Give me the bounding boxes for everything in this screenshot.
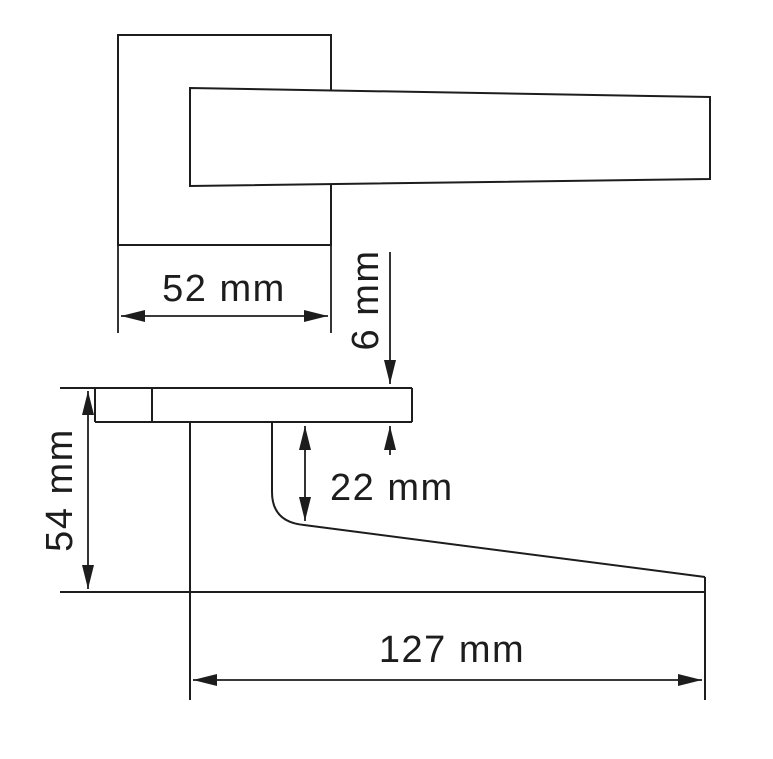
lever-front-outline (189, 86, 711, 188)
neck-and-grip-top-profile (271, 422, 706, 578)
dimension-neck-offset: 22 mm (299, 426, 454, 521)
dim-label-neck-offset: 22 mm (330, 467, 454, 509)
dimension-rose-thickness: 6 mm (345, 250, 396, 455)
dim-label-rose-width: 52 mm (162, 268, 286, 310)
front-view (117, 34, 711, 246)
dimension-handle-length: 127 mm (193, 629, 702, 686)
side-view (60, 387, 706, 700)
dim-label-handle-length: 127 mm (379, 629, 525, 671)
dim-label-handle-drop: 54 mm (39, 428, 81, 552)
dim-label-rose-thickness: 6 mm (345, 250, 387, 351)
dimension-rose-width: 52 mm (117, 245, 332, 333)
dimension-handle-drop: 54 mm (39, 391, 94, 589)
